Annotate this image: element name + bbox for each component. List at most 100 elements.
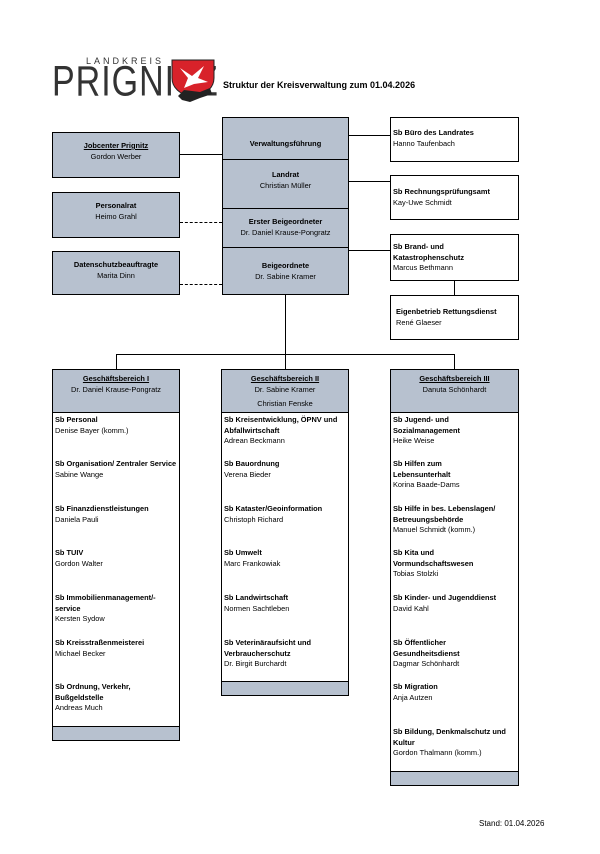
leadership-box: Verwaltungsführung Landrat Christian Mül… [222, 117, 349, 295]
dashed-connector [180, 284, 222, 285]
logo: LANDKREIS PRIGNITZ [52, 56, 220, 106]
brand-title: Sb Brand- und Katastrophenschutz [393, 242, 465, 262]
buero-landrat-box: Sb Büro des Landrates Hanno Taufenbach [390, 117, 519, 162]
landrat-name: Christian Müller [259, 180, 312, 190]
datenschutz-box: Datenschutzbeauftragte Marita Dinn [52, 251, 180, 295]
unit-lead: Heike Weise [393, 436, 435, 446]
unit-title: Sb Öffentlicher Gesundheitsdienst [393, 638, 460, 658]
unit-lead: Andreas Much [55, 703, 103, 713]
unit-title: Sb Bauordnung [224, 459, 280, 468]
gb2-leader: Christian Fenske [257, 399, 313, 409]
unit-title: Sb Kita und Vormundschaftswesen [393, 548, 474, 568]
gb2-header: Geschäftsbereich II Dr. Sabine Kramer Ch… [221, 369, 349, 413]
verwaltungsfuehrung: Verwaltungsführung [223, 118, 348, 160]
connector-line [454, 354, 455, 369]
unit-lead: Dr. Birgit Burchardt [224, 659, 287, 669]
personalrat-name: Heimo Grahl [95, 211, 137, 221]
beigeordnete: Beigeordnete Dr. Sabine Kramer [223, 261, 348, 282]
beig-title: Beigeordnete [261, 261, 310, 270]
logo-top-text: LANDKREIS [86, 56, 165, 66]
unit-lead: Anja Autzen [393, 692, 433, 702]
gb1-footer-bar [53, 726, 179, 740]
gb3-unit: Sb Hilfe in bes. Lebenslagen/ Betreuungs… [393, 504, 516, 536]
unit-title: Sb Hilfen zum Lebensunterhalt [393, 459, 451, 479]
unit-title: Sb Organisation/ Zentraler Service [55, 459, 177, 468]
unit-lead: Tobias Stolzki [393, 569, 439, 579]
rechnungspruefungsamt-box: Sb Rechnungsprüfungsamt Kay-Uwe Schmidt [390, 175, 519, 220]
buero-title: Sb Büro des Landrates [393, 128, 474, 137]
gb1-leader: Dr. Daniel Krause-Pongratz [71, 384, 161, 394]
unit-title: Sb Kataster/Geoinformation [224, 504, 323, 513]
unit-lead: Denise Bayer (komm.) [55, 425, 129, 435]
unit-title: Sb Hilfe in bes. Lebenslagen/ Betreuungs… [393, 504, 496, 524]
landrat: Landrat Christian Müller [223, 170, 348, 191]
stand-date: Stand: 01.04.2026 [479, 819, 545, 828]
jobcenter-name: Gordon Werber [90, 151, 142, 161]
datenschutz-title: Datenschutzbeauftragte [73, 260, 159, 269]
connector-line [285, 354, 286, 369]
unit-title: Sb Kreisstraßenmeisterei [55, 638, 145, 647]
connector-line [348, 181, 390, 182]
unit-lead: Kersten Sydow [55, 614, 105, 624]
datenschutz-name: Marita Dinn [97, 270, 135, 280]
connector-line [348, 250, 390, 251]
gb3-footer-bar [391, 771, 518, 785]
unit-lead: Marc Frankowiak [224, 558, 281, 568]
buero-name: Hanno Taufenbach [393, 138, 455, 148]
gb3-title: Geschäftsbereich III [419, 374, 490, 383]
gb3-leader: Danuta Schönhardt [422, 384, 487, 394]
gb1-header: Geschäftsbereich I Dr. Daniel Krause-Pon… [52, 369, 180, 413]
rett-title: Eigenbetrieb Rettungsdienst [396, 307, 497, 316]
unit-lead: Normen Sachtleben [224, 603, 290, 613]
dashed-connector [180, 222, 222, 223]
personalrat-box: Personalrat Heimo Grahl [52, 192, 180, 238]
unit-lead: Gordon Walter [55, 558, 103, 568]
rpa-name: Kay-Uwe Schmidt [393, 197, 452, 207]
beig-name: Dr. Sabine Kramer [255, 271, 316, 281]
unit-lead: Adrean Beckmann [224, 436, 285, 446]
landrat-title: Landrat [271, 170, 300, 179]
rpa-title: Sb Rechnungsprüfungsamt [393, 187, 490, 196]
erster-title: Erster Beigeordneter [248, 217, 323, 226]
unit-title: Sb Kreisentwicklung, ÖPNV und Abfallwirt… [224, 415, 338, 435]
unit-title: Sb Veterinäraufsicht und Verbraucherschu… [224, 638, 312, 658]
unit-title: Sb Jugend- und Sozialmanagement [393, 415, 460, 435]
rettungsdienst-box: Eigenbetrieb Rettungsdienst René Glaeser [390, 295, 519, 340]
jobcenter-title: Jobcenter Prignitz [83, 141, 149, 150]
jobcenter-box: Jobcenter Prignitz Gordon Werber [52, 132, 180, 178]
coat-of-arms-icon [171, 59, 215, 102]
unit-lead: David Kahl [393, 603, 429, 613]
unit-title: Sb Landwirtschaft [224, 593, 289, 602]
unit-lead: Dagmar Schönhardt [393, 659, 460, 669]
unit-lead: Korina Baade-Dams [393, 480, 460, 490]
unit-title: Sb Immobilienmanagement/-service [55, 593, 156, 613]
gb2-title: Geschäftsbereich II [250, 374, 320, 383]
unit-title: Sb Personal [55, 415, 98, 424]
unit-lead: Manuel Schmidt (komm.) [393, 525, 476, 535]
unit-lead: Gordon Thalmann (komm.) [393, 748, 482, 758]
unit-title: Sb Kinder- und Jugenddienst [393, 593, 497, 602]
unit-lead: Verena Bieder [224, 469, 271, 479]
unit-title: Sb TUIV [55, 548, 84, 557]
connector-line [454, 281, 455, 295]
unit-title: Sb Migration [393, 682, 438, 691]
unit-title: Sb Ordnung, Verkehr, Bußgeldstelle [55, 682, 131, 702]
gb2-unit: Sb Veterinäraufsicht und Verbraucherschu… [224, 638, 346, 670]
vf-title: Verwaltungsführung [249, 139, 322, 148]
unit-lead: Daniela Pauli [55, 514, 99, 524]
brand-name: Marcus Bethmann [393, 263, 453, 273]
gb2-footer-bar [222, 681, 348, 695]
unit-title: Sb Umwelt [224, 548, 262, 557]
gb3-column: Geschäftsbereich III Danuta Schönhardt S… [390, 369, 519, 786]
